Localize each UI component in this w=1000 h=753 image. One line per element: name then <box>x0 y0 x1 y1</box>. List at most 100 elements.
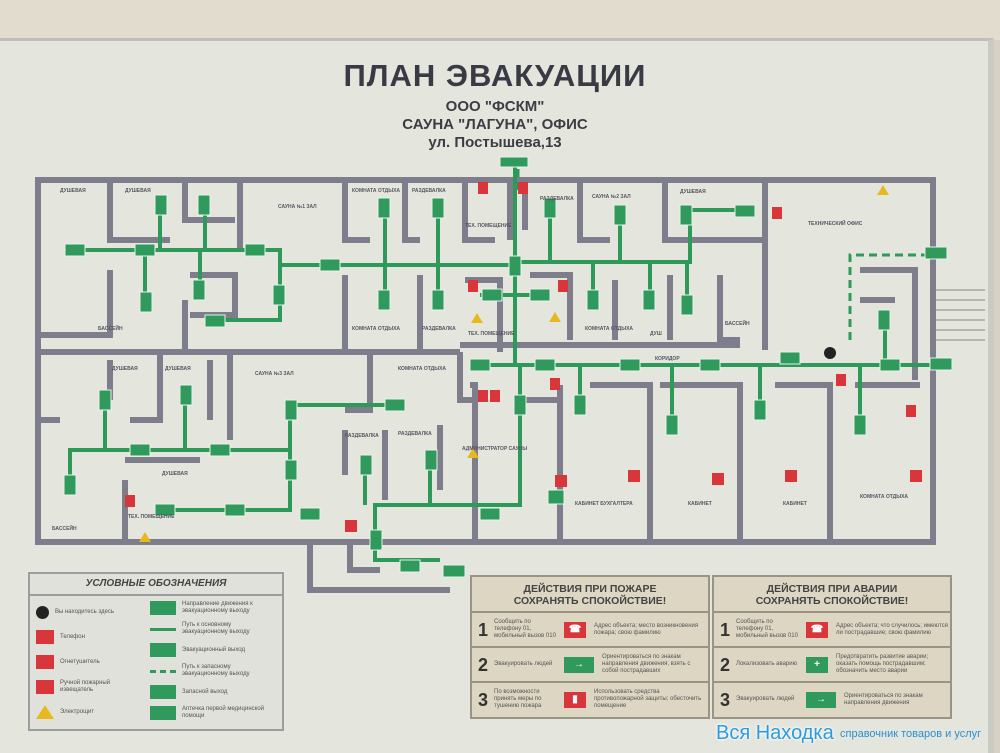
room-label: КОМНАТА ОТДЫХА <box>398 366 446 372</box>
room-label: ДУШЕВАЯ <box>125 188 151 194</box>
phone-icon: ☎ <box>806 621 828 638</box>
step-details: Ориентироваться по знакам направления дв… <box>602 654 691 674</box>
main-route-icon <box>150 627 176 631</box>
legend: УСЛОВНЫЕ ОБОЗНАЧЕНИЯ Вы находитесь здесь… <box>28 572 284 731</box>
address: ул. Постышева,13 <box>428 134 562 151</box>
legend-item: Аптечка первой медицинской помощи <box>150 705 278 721</box>
room-label: ДУШЕВАЯ <box>60 188 86 194</box>
emergency-exit-icon <box>150 643 176 657</box>
electrical-hazard-icon <box>36 705 54 719</box>
room-label: ТЕХ. ПОМЕЩЕНИЕ <box>128 514 175 520</box>
object-name: САУНА "ЛАГУНА", ОФИС <box>402 116 588 133</box>
stairs-icon <box>935 289 985 341</box>
legend-item: Вы находитесь здесь <box>36 604 144 620</box>
room-label: КАБИНЕТ <box>688 501 712 507</box>
fire-step: 1 Сообщить по телефону 01, мобильный вызо… <box>472 613 708 648</box>
wall-background <box>0 0 1000 40</box>
legend-item: Телефон <box>36 629 144 645</box>
step-details: Адрес объекта; место возникновения пожар… <box>594 622 699 636</box>
legend-label: Эвакуационный выход <box>182 646 245 653</box>
legend-label: Вы находитесь здесь <box>55 608 115 615</box>
room-label: САУНА №2 ЗАЛ <box>592 194 631 200</box>
reserve-exit-icon <box>150 685 176 699</box>
legend-item: Эвакуационный выход <box>150 642 278 658</box>
room-label: БАССЕЙН <box>725 319 750 327</box>
room-label: ДУШЕВАЯ <box>112 366 138 372</box>
room-label: ТЕХНИЧЕСКИЙ ОФИС <box>808 219 863 227</box>
room-label: РАЗДЕВАЛКА <box>422 326 456 332</box>
legend-item: Путь к основному эвакуационному выходу <box>150 621 278 637</box>
room-labels: ДУШЕВАЯ ДУШЕВАЯ САУНА №1 ЗАЛ КОМНАТА ОТД… <box>52 188 908 532</box>
legend-label: Электрощит <box>60 708 95 715</box>
phone-icon <box>36 630 54 644</box>
room-label: БАССЕЙН <box>52 524 77 532</box>
step-action: Сообщить по телефону 01, мобильный вызов… <box>494 619 556 639</box>
step-action: Эвакуировать людей <box>494 661 553 667</box>
legend-label: Огнетушитель <box>60 658 100 665</box>
room-label: РАЗДЕВАЛКА <box>540 196 574 202</box>
room-label: КОМНАТА ОТДЫХА <box>352 188 400 194</box>
step-details: Адрес объекта; что случилось; имеются ли… <box>836 622 948 636</box>
room-label: АДМИНИСТРАТОР САУНЫ <box>462 446 527 452</box>
you-are-here-marker <box>824 347 836 359</box>
step-number: 1 <box>477 619 488 640</box>
you-are-here-icon <box>36 605 49 619</box>
room-label: КОРИДОР <box>655 356 680 362</box>
step-action: Эвакуировать людей <box>736 696 795 702</box>
room-label: КОМНАТА ОТДЫХА <box>860 494 908 500</box>
step-details: Предотвратить развитие аварии; оказать п… <box>836 654 929 674</box>
first-aid-icon: + <box>806 656 828 673</box>
step-action: Сообщить по телефону 01, мобильный вызов… <box>736 619 798 639</box>
room-label: ДУШЕВАЯ <box>165 366 191 372</box>
plan-title: ПЛАН ЭВАКУАЦИИ <box>343 58 647 93</box>
watermark-tagline: справочник товаров и услуг <box>840 728 982 740</box>
organization-name: ООО "ФСКМ" <box>445 98 545 115</box>
legend-item: Путь к запасному эвакуационному выходу <box>150 663 278 679</box>
fire-alarm-icon <box>36 680 54 694</box>
room-label: РАЗДЕВАЛКА <box>398 431 432 437</box>
legend-label: Телефон <box>60 633 85 640</box>
room-label: БАССЕЙН <box>98 324 123 332</box>
legend-item: Ручной пожарный извещатель <box>36 679 144 695</box>
fire-actions-subtitle: СОХРАНЯТЬ СПОКОЙСТВИЕ! <box>513 595 667 607</box>
fire-step: 2 Эвакуировать людей → Ориентироваться по з… <box>472 648 708 683</box>
watermark-brand: Вся Находка <box>716 722 834 744</box>
legend-item: Запасной выход <box>150 684 278 700</box>
room-label: САУНА №1 ЗАЛ <box>278 204 317 210</box>
legend-label: Направление движения к эвакуационному вы… <box>182 601 253 614</box>
legend-label: Запасной выход <box>182 688 228 695</box>
room-label: ТЕХ. ПОМЕЩЕНИЕ <box>468 331 515 337</box>
room-label: ДУШ <box>650 331 662 337</box>
exit-signs <box>63 156 953 578</box>
step-details: Ориентироваться по знакам направления дв… <box>844 692 923 706</box>
exit-sign-icon: → <box>806 691 836 708</box>
exit-sign-icon: → <box>564 656 594 673</box>
accident-actions-subtitle: СОХРАНЯТЬ СПОКОЙСТВИЕ! <box>755 595 909 607</box>
legend-label: Ручной пожарный извещатель <box>60 680 110 693</box>
legend-label: Путь к запасному эвакуационному выходу <box>182 664 250 677</box>
legend-label: Аптечка первой медицинской помощи <box>182 706 265 719</box>
phone-icon: ☎ <box>564 621 586 638</box>
legend-item: Электрощит <box>36 704 144 720</box>
fire-extinguisher-icon <box>36 655 54 669</box>
step-action: По возможности принять меры по тушению п… <box>494 689 542 709</box>
room-label: КАБИНЕТ БУХГАЛТЕРА <box>575 501 633 507</box>
legend-title: УСЛОВНЫЕ ОБОЗНАЧЕНИЯ <box>30 574 282 596</box>
room-label: КОМНАТА ОТДЫХА <box>352 326 400 332</box>
room-label: РАЗДЕВАЛКА <box>345 433 379 439</box>
step-number: 3 <box>719 689 730 710</box>
legend-item: Направление движения к эвакуационному вы… <box>150 600 278 616</box>
accident-step: 3 Эвакуировать людей → Ориентироваться по з… <box>714 683 950 716</box>
electrical-panel-icons <box>139 185 889 542</box>
accident-actions-title: ДЕЙСТВИЯ ПРИ АВАРИИ <box>766 583 898 595</box>
step-number: 2 <box>477 654 488 675</box>
fire-extinguisher-icon: ▮ <box>564 691 586 708</box>
room-label: ДУШЕВАЯ <box>680 189 706 195</box>
room-label: КАБИНЕТ <box>783 501 807 507</box>
